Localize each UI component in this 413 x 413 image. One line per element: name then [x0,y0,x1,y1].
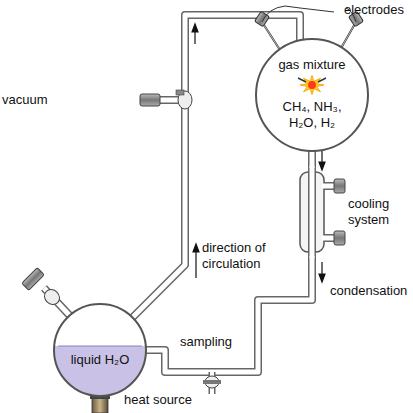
reaction-flask: gas mixtureCH₄, NH₃, H₂O, H₂ [254,37,370,153]
gas-formulas: CH₄, NH₃, H₂O, H₂ [270,99,354,130]
part-label: condensation [330,283,412,299]
part-label: direction of circulation [202,240,298,271]
flask-label: liquid H₂O [70,352,130,368]
glass-tube [146,151,312,372]
flask-outline [254,37,370,153]
side-arm-stopcock [22,268,72,318]
vacuum-stopcock [140,90,192,109]
part-label: cooling system [348,196,410,227]
part-label: electrodes [344,2,412,18]
part-label: vacuum [2,92,62,108]
flask-outline [52,302,148,398]
boiling-flask: liquid H₂O [52,302,148,398]
condenser [300,166,345,258]
part-label: sampling [180,334,242,350]
flask-label: gas mixture [262,57,362,73]
part-label: heat source [124,392,214,408]
sampling-stopcock [203,372,221,394]
